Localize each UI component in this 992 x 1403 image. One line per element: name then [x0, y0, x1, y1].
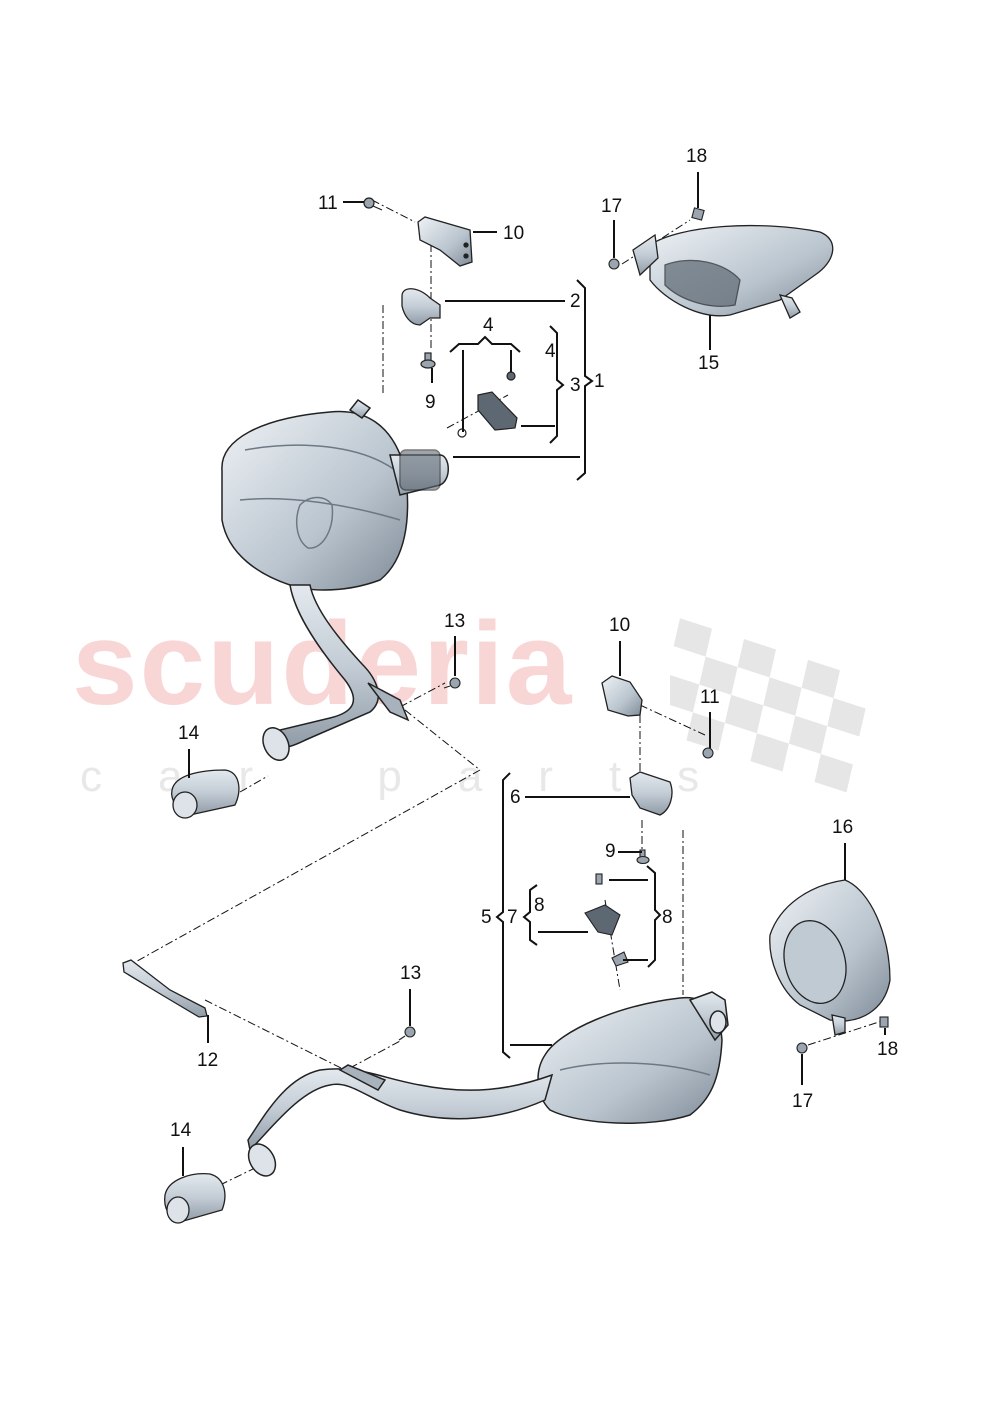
rubber-mount-6: [629, 771, 673, 816]
callout-1: 1: [594, 371, 605, 392]
callout-17: 17: [601, 196, 623, 217]
bolt-11-lower: [702, 747, 714, 759]
tailpipe-trim-16: [769, 879, 891, 1036]
callout-17: 17: [792, 1091, 814, 1112]
callout-9: 9: [605, 841, 616, 862]
callout-6: 6: [510, 787, 521, 808]
nut-17-lower: [796, 1042, 808, 1054]
bolt-13-lower: [398, 1026, 416, 1041]
callout-18: 18: [877, 1039, 899, 1060]
callout-8: 8: [534, 895, 545, 916]
callout-8: 8: [662, 907, 673, 928]
callout-5: 5: [481, 907, 492, 928]
callout-10: 10: [609, 615, 631, 636]
callout-3: 3: [570, 375, 581, 396]
bolt-9-lower: [636, 849, 650, 865]
clamp-14-lower: [164, 1173, 226, 1224]
nut-17-upper: [608, 258, 620, 270]
bracket-10-lower: [601, 675, 643, 717]
callout-11: 11: [318, 193, 338, 214]
hanger-strap-12: [122, 959, 208, 1018]
callout-2: 2: [570, 291, 581, 312]
rubber-mount-2: [401, 288, 441, 326]
callout-11: 11: [700, 687, 720, 708]
callout-14: 14: [178, 723, 200, 744]
callout-13: 13: [444, 611, 466, 632]
clip-nut-18-upper: [691, 207, 705, 221]
rear-silencer-left: [221, 398, 449, 761]
callout-16: 16: [832, 817, 854, 838]
callout-15: 15: [698, 353, 720, 374]
callout-13: 13: [400, 963, 422, 984]
callout-7: 7: [507, 907, 518, 928]
bolt-11-upper: [363, 197, 383, 211]
clip-nut-18-lower: [879, 1016, 889, 1028]
checkered-flag-watermark: [670, 618, 866, 793]
clamp-14-upper: [171, 769, 240, 819]
bolt-9-upper: [420, 352, 436, 369]
callout-4: 4: [483, 315, 494, 336]
valve-actuator-8: [584, 873, 629, 967]
valve-actuator-4: [457, 371, 518, 438]
callout-10: 10: [503, 223, 525, 244]
heat-shield-15: [632, 224, 834, 319]
callout-12: 12: [197, 1050, 219, 1071]
callout-14: 14: [170, 1120, 192, 1141]
rear-silencer-right: [247, 991, 729, 1177]
callout-18: 18: [686, 146, 708, 167]
callout-4: 4: [545, 341, 556, 362]
bolt-13-upper: [443, 677, 461, 689]
bracket-10-upper: [417, 216, 473, 267]
callout-9: 9: [425, 392, 436, 413]
